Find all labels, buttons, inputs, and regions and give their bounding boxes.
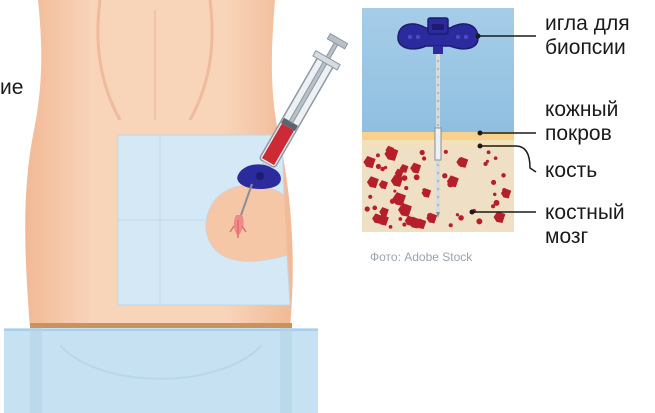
marrow-cell [368, 195, 372, 199]
marrow-cell [493, 193, 496, 196]
label-marrow: костный мозг [545, 201, 625, 249]
marrow-cell [389, 225, 393, 229]
label-skin: кожный покров [545, 98, 618, 146]
marrow-cell [491, 180, 496, 185]
marrow-cell [422, 188, 425, 191]
photo-credit: Фото: Adobe Stock [370, 250, 472, 264]
marrow-cell [402, 223, 406, 227]
marrow-cell [372, 206, 377, 211]
marrow-cell [422, 156, 426, 160]
trousers [4, 328, 318, 413]
marrow-cell [501, 173, 505, 177]
marrow-cell [449, 223, 453, 227]
marrow-cell [404, 186, 408, 190]
trousers-side-right [280, 328, 292, 413]
torso [4, 0, 318, 413]
needle-stylet-window [435, 128, 441, 160]
marrow-cell [384, 166, 387, 169]
label-needle: игла для биопсии [545, 12, 630, 60]
marrow-cell [447, 181, 453, 187]
marrow-cell [444, 150, 448, 154]
marrow-cell [376, 164, 381, 169]
biopsy-needle-handle [398, 18, 478, 54]
syringe-plunger-cap [327, 34, 347, 49]
trousers-side-left [30, 328, 42, 413]
cross-section [362, 8, 536, 232]
marrow-cell [502, 188, 506, 192]
marrow-cell [483, 162, 487, 166]
marrow-cell [376, 153, 380, 157]
marrow-cell [458, 215, 463, 220]
marrow-cell [491, 204, 495, 208]
marrow-cell [487, 150, 491, 154]
marrow-cell [420, 150, 425, 155]
marrow-cell [393, 190, 396, 193]
marrow-cell [365, 206, 370, 211]
label-partial-left: ие [0, 76, 23, 100]
label-bone: кость [545, 159, 597, 183]
marrow-cell [442, 173, 447, 178]
marrow-cell [402, 175, 408, 181]
marrow-cell [414, 174, 420, 180]
marrow-cell [399, 217, 403, 221]
marrow-cell [476, 218, 482, 224]
marrow-cell [456, 213, 459, 216]
marrow-cell [494, 156, 498, 160]
